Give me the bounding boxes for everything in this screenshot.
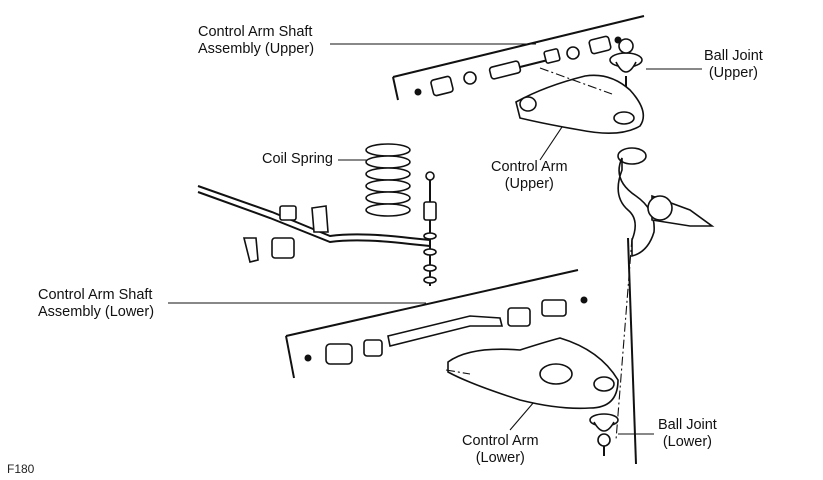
label-line: Control Arm <box>491 159 568 175</box>
lower-control-arm <box>445 337 619 410</box>
label-control-arm-shaft-upper: Control Arm Shaft Assembly (Upper) <box>198 24 314 58</box>
coil-spring <box>365 143 411 217</box>
upper-control-arm-shaft <box>414 35 622 97</box>
label-line: Ball Joint <box>658 417 717 433</box>
label-line: Coil Spring <box>262 151 333 167</box>
stabilizer-bar <box>197 185 431 263</box>
knuckle-bracket-edge <box>627 237 637 465</box>
label-line: Control Arm <box>462 433 539 449</box>
lower-ball-joint <box>589 413 619 456</box>
lower-control-arm-shaft <box>304 296 588 365</box>
leader-lines <box>168 43 702 435</box>
label-ball-joint-lower: Ball Joint (Lower) <box>658 417 717 451</box>
label-line: Ball Joint <box>704 48 763 64</box>
steering-knuckle <box>617 147 715 258</box>
label-line: Control Arm Shaft <box>38 287 153 303</box>
label-line: (Upper) <box>708 65 758 81</box>
label-control-arm-lower: Control Arm (Lower) <box>462 433 539 467</box>
label-line: Control Arm Shaft <box>198 24 313 40</box>
figure-code: F180 <box>7 462 35 476</box>
label-line: Assembly (Lower) <box>38 304 155 320</box>
upper-shaft-bracket <box>392 15 645 101</box>
label-control-arm-upper: Control Arm (Upper) <box>491 159 568 193</box>
label-line: Assembly (Upper) <box>198 41 315 57</box>
label-line: (Lower) <box>662 434 712 450</box>
lower-shaft-bracket <box>285 269 579 379</box>
upper-ball-joint <box>609 38 643 92</box>
stabilizer-link <box>423 171 437 286</box>
label-control-arm-shaft-lower: Control Arm Shaft Assembly (Lower) <box>38 287 154 321</box>
label-line: (Lower) <box>475 450 525 466</box>
upper-control-arm <box>515 67 645 134</box>
label-line: (Upper) <box>504 176 554 192</box>
label-coil-spring: Coil Spring <box>262 151 333 168</box>
label-ball-joint-upper: Ball Joint (Upper) <box>704 48 763 82</box>
